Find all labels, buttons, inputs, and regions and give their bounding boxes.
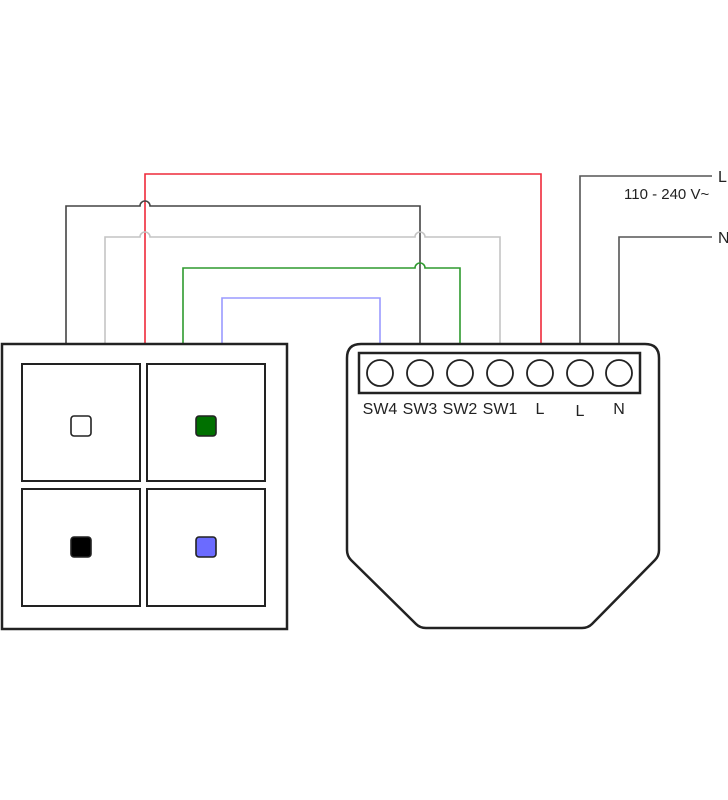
- wire-supply-line: [579, 175, 712, 344]
- indicator-black: [70, 536, 92, 558]
- terminal-screw-sw3: [406, 359, 434, 387]
- terminal-screw-n: [605, 359, 633, 387]
- terminal-label: SW3: [403, 401, 438, 418]
- indicator-green: [195, 415, 217, 437]
- terminal-label: SW1: [483, 401, 518, 418]
- terminal-screw-sw2: [446, 359, 474, 387]
- indicator-blue: [195, 536, 217, 558]
- terminal-label: SW2: [443, 401, 478, 418]
- terminal-label: L: [576, 403, 585, 420]
- terminal-label: N: [613, 401, 625, 418]
- wire-red: [144, 173, 542, 344]
- supply-voltage-label: 110 - 240 V~: [624, 186, 709, 203]
- terminal-label: L: [536, 401, 545, 418]
- button-top-left[interactable]: [21, 363, 141, 482]
- button-bottom-right[interactable]: [146, 488, 266, 607]
- wire-black: [65, 200, 421, 344]
- relay-module: SW4 SW3 SW2 SW1 L L N: [345, 342, 661, 630]
- terminal-screw-l: [526, 359, 554, 387]
- wire-supply-neutral: [618, 236, 712, 344]
- wire-gray: [104, 231, 501, 344]
- supply-neutral-label: N: [718, 230, 728, 247]
- button-top-right[interactable]: [146, 363, 266, 482]
- terminal-label: SW4: [363, 401, 398, 418]
- terminal-screw-sw1: [486, 359, 514, 387]
- switch-panel: [0, 342, 289, 631]
- terminal-screw-l: [566, 359, 594, 387]
- wire-green: [182, 262, 461, 344]
- indicator-white: [70, 415, 92, 437]
- supply-line-label: L: [718, 169, 727, 186]
- wire-blue: [221, 297, 381, 344]
- button-bottom-left[interactable]: [21, 488, 141, 607]
- terminal-screw-sw4: [366, 359, 394, 387]
